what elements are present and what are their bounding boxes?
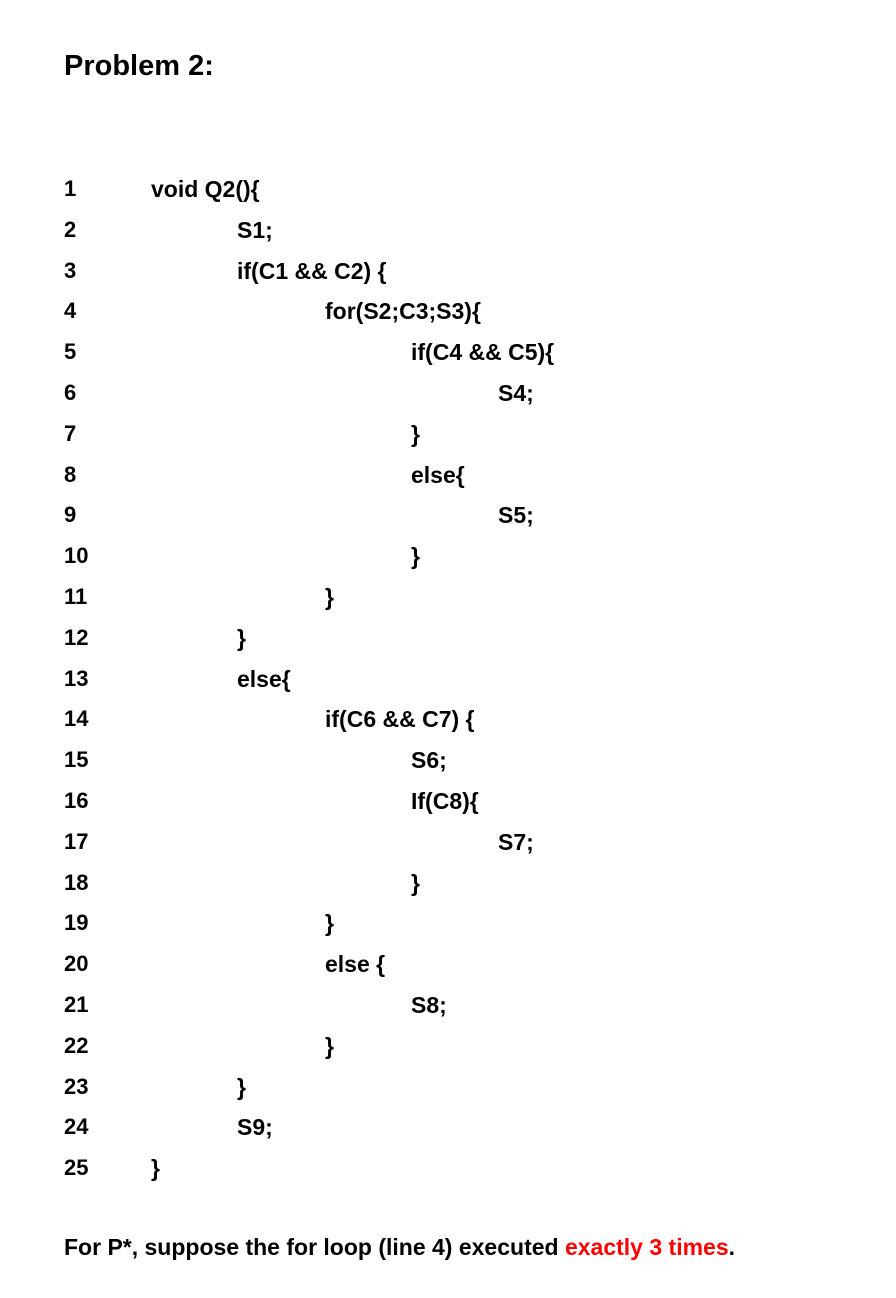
problem-statement: For P*, suppose the for loop (line 4) ex… [64,1234,735,1261]
line-number: 14 [64,706,89,732]
code-text: } [237,624,246,651]
code-line: 1 void Q2(){ [0,170,896,211]
code-text: else{ [411,461,465,488]
code-line: 15 S6; [0,741,896,782]
code-line: 9 S5; [0,496,896,537]
code-line: 16 If(C8){ [0,782,896,823]
code-line: 8 else{ [0,456,896,497]
statement-prefix: For P*, suppose the for loop (line 4) ex… [64,1234,565,1260]
line-number: 20 [64,951,89,977]
code-line: 11} [0,578,896,619]
code-line: 23} [0,1068,896,1109]
line-number: 6 [64,379,77,405]
code-text: S8; [411,991,447,1018]
line-number: 7 [64,420,77,446]
code-text: } [325,910,334,937]
code-line: 5 if(C4 && C5){ [0,333,896,374]
line-number: 4 [64,298,77,324]
statement-suffix: . [728,1234,736,1260]
code-text: } [411,420,420,447]
code-text: S4; [498,379,534,406]
code-line: 14 if(C6 && C7) { [0,700,896,741]
code-listing: 1 void Q2(){ 2 S1; 3 if(C1 && C2) { 4 for(S2;C3… [0,170,896,1190]
code-text: } [325,1032,334,1059]
code-line: 10} [0,537,896,578]
code-line: 25} [0,1149,896,1190]
code-text: } [325,583,334,610]
code-text: } [411,869,420,896]
code-text: S1; [237,216,273,243]
line-number: 8 [64,461,77,487]
line-number: 13 [64,665,89,691]
line-number: 11 [64,583,88,609]
statement-highlight: exactly 3 times [564,1234,729,1260]
code-line: 6 S4; [0,374,896,415]
line-number: 2 [64,216,77,242]
problem-title: Problem 2: [64,50,214,82]
line-number: 5 [64,339,77,365]
line-number: 3 [64,257,77,283]
code-text: for(S2;C3;S3){ [325,298,481,325]
code-line: 20 else { [0,945,896,986]
line-number: 17 [64,828,89,854]
code-text: else{ [237,665,291,692]
code-line: 18} [0,864,896,905]
code-text: If(C8){ [411,787,479,814]
code-line: 2 S1; [0,211,896,252]
code-line: 22} [0,1027,896,1068]
code-line: 21 S8; [0,986,896,1027]
line-number: 23 [64,1073,89,1099]
code-text: } [237,1073,246,1100]
code-text: if(C4 && C5){ [411,339,555,366]
code-line: 4 for(S2;C3;S3){ [0,292,896,333]
line-number: 12 [64,624,89,650]
code-line: 12} [0,619,896,660]
line-number: 19 [64,910,89,936]
code-line: 17 S7; [0,823,896,864]
line-number: 1 [64,176,77,201]
code-line: 13 else{ [0,660,896,701]
line-number: 22 [64,1032,89,1058]
code-text: } [151,1155,160,1182]
code-text: else { [325,951,386,978]
code-line: 3 if(C1 && C2) { [0,252,896,293]
code-line: 24 S9; [0,1108,896,1149]
line-number: 21 [64,991,89,1017]
code-text: S6; [411,747,447,774]
line-number: 16 [64,787,89,813]
code-text: S5; [498,502,534,529]
line-number: 24 [64,1114,89,1140]
code-text: S7; [498,828,534,855]
line-number: 15 [64,747,89,773]
line-number: 9 [64,502,77,528]
code-text: if(C1 && C2) { [237,257,387,284]
code-text: S9; [237,1114,273,1141]
line-number: 10 [64,543,89,569]
code-text: } [411,543,420,570]
code-text: if(C6 && C7) { [325,706,475,733]
code-line: 19} [0,904,896,945]
line-number: 18 [64,869,89,895]
code-text: void Q2(){ [151,176,260,202]
line-number: 25 [64,1155,89,1181]
code-line: 7} [0,415,896,456]
